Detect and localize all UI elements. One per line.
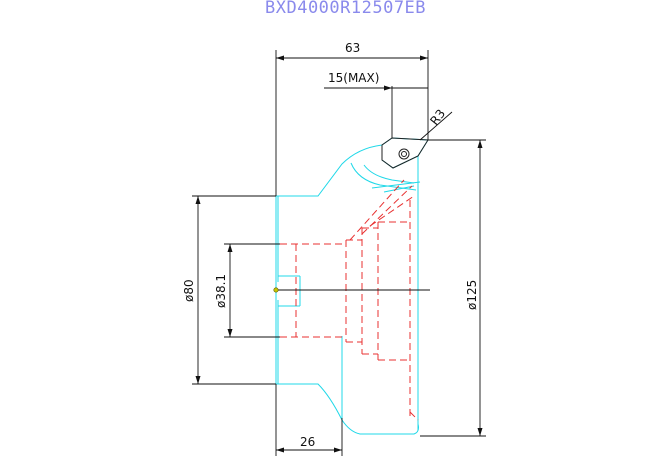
center-mark [273,287,279,293]
dim-max-depth: 15(MAX) [328,71,379,85]
hidden-lines [280,179,419,421]
dim-hub-diameter: ø80 [182,279,196,302]
dim-overall-length: 63 [345,41,360,55]
cutter-body-outline [275,137,429,435]
dim-cutting-diameter: ø125 [465,280,479,310]
dim-hub-length: 26 [300,435,315,449]
insert-detail [381,137,429,169]
dim-bore-diameter: ø38.1 [214,274,228,308]
dimension-lines [192,50,486,456]
drawing-title: BXD4000R12507EB [265,0,426,18]
dimension-arrows [195,55,483,453]
dim-corner-radius: R3 [427,107,448,128]
